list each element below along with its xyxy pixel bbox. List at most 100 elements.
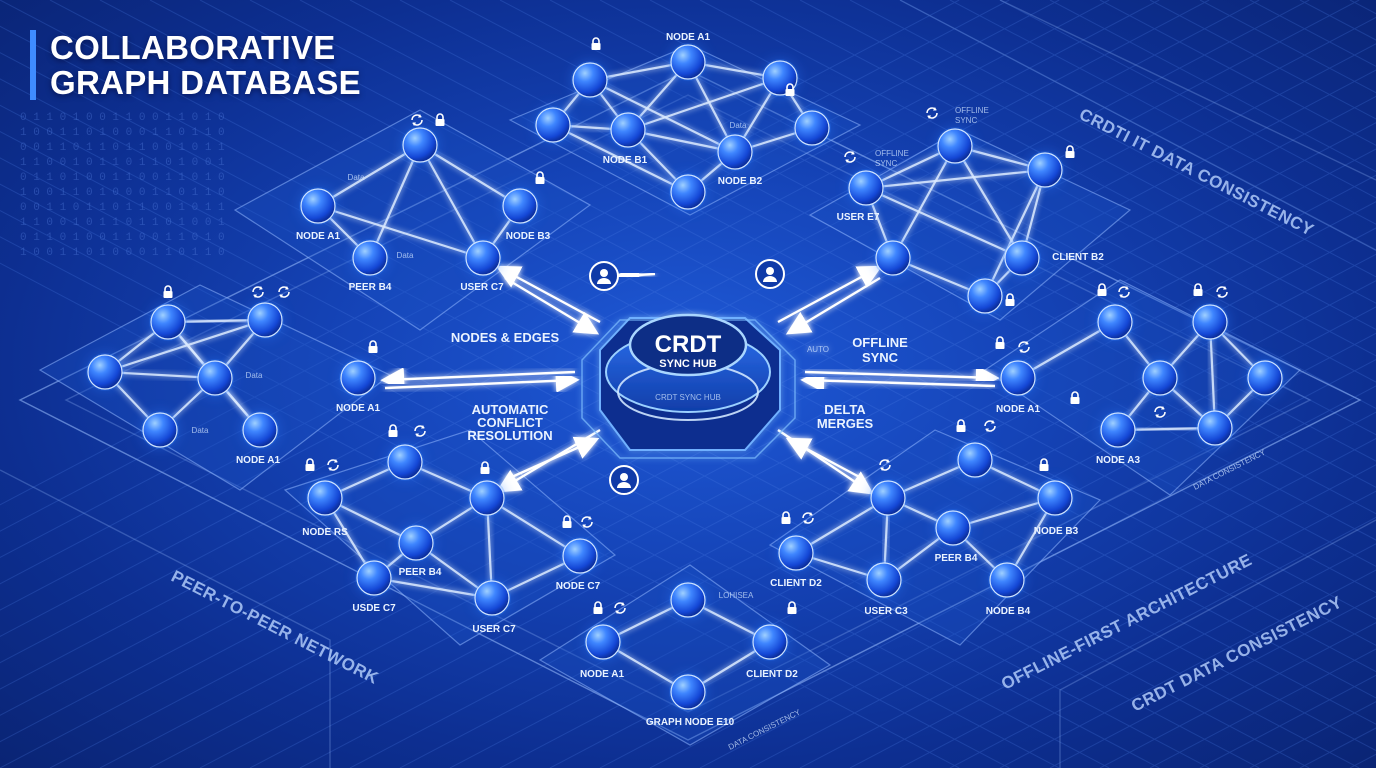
conflict-label-2: CONFLICT bbox=[477, 415, 543, 430]
graph-node[interactable] bbox=[339, 359, 377, 397]
graph-node[interactable] bbox=[966, 277, 1004, 315]
svg-text:0 0 1 1 0 1 1 0 1 1 0 0 1 0: 0 0 1 1 0 1 1 0 1 1 0 0 1 0 1 1 bbox=[20, 202, 225, 214]
graph-node[interactable] bbox=[196, 359, 234, 397]
graph-edge bbox=[552, 124, 689, 193]
svg-text:1 1 0 0 1 0 1 1 0 1 1 0 1 0: 1 1 0 0 1 0 1 1 0 1 1 0 1 0 0 1 bbox=[20, 157, 225, 169]
label-r-a3: NODE A3 bbox=[1096, 455, 1141, 466]
graph-node[interactable] bbox=[1141, 359, 1179, 397]
graph-node[interactable] bbox=[1191, 303, 1229, 341]
label-l-data: Data bbox=[192, 426, 209, 435]
graph-node[interactable] bbox=[793, 109, 831, 147]
label-ur-offline-1: OFFLINE bbox=[875, 149, 909, 158]
graph-node[interactable] bbox=[1099, 411, 1137, 449]
sync-arrow bbox=[800, 368, 996, 393]
graph-node[interactable] bbox=[777, 534, 815, 572]
graph-node[interactable] bbox=[534, 106, 572, 144]
lock-icon bbox=[367, 340, 379, 354]
graph-edge bbox=[892, 145, 956, 259]
graph-node[interactable] bbox=[397, 524, 435, 562]
conflict-label-1: AUTOMATIC bbox=[472, 402, 549, 417]
sync-icon bbox=[581, 515, 593, 529]
graph-node[interactable] bbox=[1246, 359, 1284, 397]
svg-text:1 0 0 1 1 0 1 0 0 0 1 1 0 1: 1 0 0 1 1 0 1 0 0 0 1 1 0 1 1 0 bbox=[20, 187, 225, 199]
label-ur-client-b2: CLIENT B2 bbox=[1052, 252, 1104, 263]
graph-node[interactable] bbox=[1096, 303, 1134, 341]
graph-node[interactable] bbox=[351, 239, 389, 277]
graph-edge bbox=[589, 79, 736, 153]
graph-node[interactable] bbox=[669, 673, 707, 711]
svg-text:0 1 1 0 1 0 0 1 1 0 0 1 1 0: 0 1 1 0 1 0 0 1 1 0 0 1 1 0 1 0 bbox=[20, 172, 225, 184]
graph-node[interactable] bbox=[988, 561, 1026, 599]
graph-node[interactable] bbox=[473, 579, 511, 617]
sync-arrow bbox=[785, 276, 881, 335]
graph-node[interactable] bbox=[468, 479, 506, 517]
label-ul-user-c7: USER C7 bbox=[460, 282, 504, 293]
sync-arrow bbox=[504, 276, 600, 335]
hub-title: CRDT bbox=[655, 331, 722, 358]
graph-node[interactable] bbox=[847, 169, 885, 207]
sync-icon bbox=[1216, 285, 1228, 299]
lock-icon bbox=[780, 511, 792, 525]
peer-network-label: PEER-TO-PEER NETWORK bbox=[168, 567, 382, 688]
conflict-label-3: RESOLUTION bbox=[467, 428, 552, 443]
sync-arrow bbox=[384, 368, 580, 393]
graph-node[interactable] bbox=[386, 443, 424, 481]
graph-node[interactable] bbox=[669, 173, 707, 211]
graph-node[interactable] bbox=[934, 509, 972, 547]
graph-nodes bbox=[86, 43, 1284, 711]
label-top-b2: NODE B2 bbox=[718, 176, 763, 187]
graph-node[interactable] bbox=[716, 133, 754, 171]
svg-text:1 1 0 0 1 0 1 1 0 1 1 0 1 0: 1 1 0 0 1 0 1 1 0 1 1 0 1 0 0 1 bbox=[20, 217, 225, 229]
label-ll-user-c7: USER C7 bbox=[472, 624, 516, 635]
graph-node[interactable] bbox=[355, 559, 393, 597]
graph-node[interactable] bbox=[1026, 151, 1064, 189]
graph-node[interactable] bbox=[936, 127, 974, 165]
graph-node[interactable] bbox=[561, 537, 599, 575]
graph-node[interactable] bbox=[761, 59, 799, 97]
graph-node[interactable] bbox=[1196, 409, 1234, 447]
graph-node[interactable] bbox=[86, 353, 124, 391]
graph-node[interactable] bbox=[609, 111, 647, 149]
graph-node[interactable] bbox=[874, 239, 912, 277]
graph-node[interactable] bbox=[501, 187, 539, 225]
graph-node[interactable] bbox=[246, 301, 284, 339]
graph-node[interactable] bbox=[149, 303, 187, 341]
label-ul-peer-b4: PEER B4 bbox=[349, 282, 392, 293]
graph-node[interactable] bbox=[869, 479, 907, 517]
graph-node[interactable] bbox=[669, 43, 707, 81]
offline-sync-label-1: OFFLINE bbox=[852, 335, 908, 350]
graph-node[interactable] bbox=[584, 623, 622, 661]
graph-node[interactable] bbox=[241, 411, 279, 449]
graph-node[interactable] bbox=[956, 441, 994, 479]
sync-arrows bbox=[380, 203, 1000, 585]
graph-node[interactable] bbox=[1003, 239, 1041, 277]
node-labels: NODE A1 NODE B1 NODE B2 Data NODE A1 NOD… bbox=[192, 32, 1141, 728]
graph-node[interactable] bbox=[865, 561, 903, 599]
lock-icon bbox=[786, 601, 798, 615]
sync-icon bbox=[926, 106, 938, 120]
label-ur-offline-4: SYNC bbox=[955, 116, 977, 125]
graph-node[interactable] bbox=[141, 411, 179, 449]
title-line-2: GRAPH DATABASE bbox=[50, 64, 361, 101]
graph-node[interactable] bbox=[751, 623, 789, 661]
svg-text:1 0 0 1 1 0 1 0 0 0 1 1 0 1: 1 0 0 1 1 0 1 0 0 0 1 1 0 1 1 0 bbox=[20, 127, 225, 139]
graph-node[interactable] bbox=[299, 187, 337, 225]
delta-label-2: MERGES bbox=[817, 416, 874, 431]
hub-auto-label: AUTO bbox=[807, 345, 829, 354]
label-top-b1: NODE B1 bbox=[603, 155, 648, 166]
graph-edge bbox=[627, 76, 781, 132]
lock-icon bbox=[590, 37, 602, 51]
graph-node[interactable] bbox=[306, 479, 344, 517]
graph-node[interactable] bbox=[464, 239, 502, 277]
crdt-sync-hub[interactable]: CRDT SYNC HUB CRDT SYNC HUB AUTO bbox=[581, 313, 829, 459]
graph-edge bbox=[419, 144, 521, 207]
graph-node[interactable] bbox=[669, 581, 707, 619]
graph-node[interactable] bbox=[999, 359, 1037, 397]
graph-edge bbox=[368, 144, 422, 259]
label-lr-user-c3: USER C3 bbox=[864, 606, 908, 617]
graph-node[interactable] bbox=[1036, 479, 1074, 517]
graph-node[interactable] bbox=[571, 61, 609, 99]
graph-node[interactable] bbox=[401, 126, 439, 164]
